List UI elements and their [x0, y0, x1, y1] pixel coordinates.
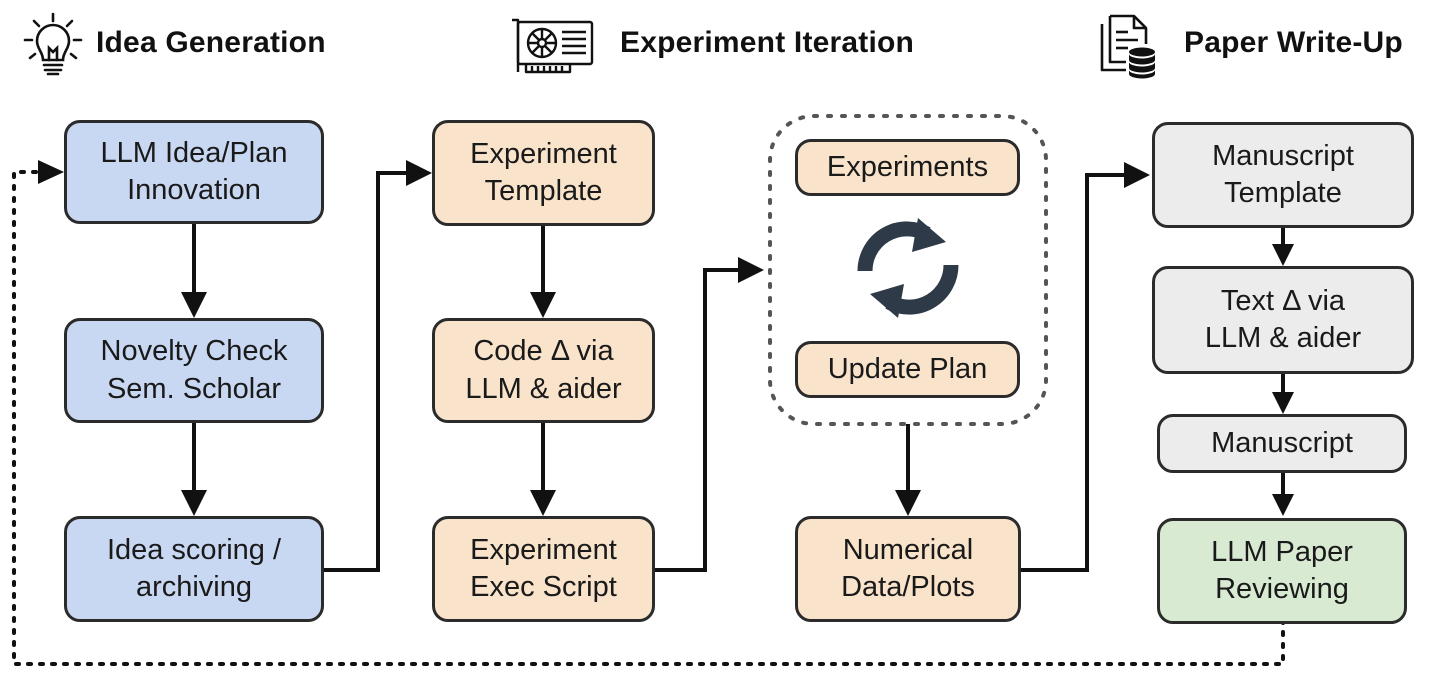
box-novelty-check: Novelty Check Sem. Scholar	[64, 318, 324, 423]
box-code-delta: Code Δ via LLM & aider	[432, 318, 655, 423]
arrow-paper-3-4	[1272, 473, 1294, 516]
arrow-exec-to-loop	[655, 257, 764, 572]
box-experiment-template: Experiment Template	[432, 120, 655, 226]
arrow-idea-1-2	[181, 224, 207, 318]
iteration-loop-container	[768, 114, 1048, 426]
box-idea-scoring: Idea scoring / archiving	[64, 516, 324, 622]
box-manuscript: Manuscript	[1157, 414, 1407, 473]
arrow-paper-2-3	[1272, 374, 1294, 414]
feedback-loop-arrowhead	[38, 160, 64, 184]
box-text-delta: Text Δ via LLM & aider	[1152, 266, 1414, 374]
box-llm-paper-reviewing: LLM Paper Reviewing	[1157, 518, 1407, 624]
arrow-idea-to-experiment	[324, 160, 432, 572]
refresh-cycle-icon	[857, 218, 959, 318]
gpu-card-icon	[512, 18, 594, 74]
document-database-icon	[1100, 14, 1155, 79]
box-experiment-exec-script: Experiment Exec Script	[432, 516, 655, 622]
feedback-loop-dotted	[12, 170, 1285, 666]
header-idea-generation: Idea Generation	[96, 26, 326, 59]
arrow-paper-1-2	[1272, 228, 1294, 266]
arrow-data-to-paper	[1021, 162, 1150, 572]
header-experiment-iteration: Experiment Iteration	[620, 26, 915, 59]
lightbulb-icon	[23, 12, 83, 76]
arrow-exp-1-2	[530, 226, 556, 318]
box-experiments: Experiments	[795, 139, 1020, 196]
box-manuscript-template: Manuscript Template	[1152, 122, 1414, 228]
box-update-plan: Update Plan	[795, 341, 1020, 398]
header-paper-write-up: Paper Write-Up	[1184, 26, 1403, 59]
arrow-loop-to-data	[895, 424, 921, 516]
arrow-exp-2-3	[530, 423, 556, 516]
box-numerical-data-plots: Numerical Data/Plots	[795, 516, 1021, 622]
arrow-idea-2-3	[181, 423, 207, 516]
box-llm-idea-plan-innovation: LLM Idea/Plan Innovation	[64, 120, 324, 224]
